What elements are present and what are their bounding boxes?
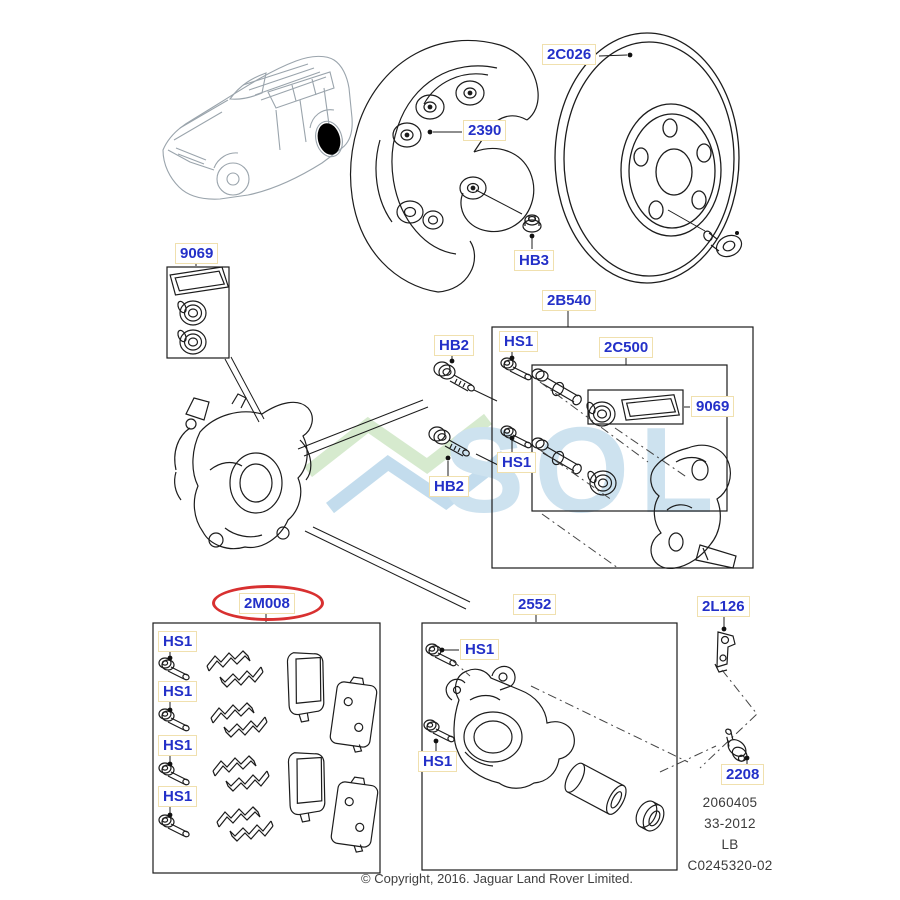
part-label-9069-top[interactable]: 9069 [175, 243, 219, 264]
part-label-2l126[interactable]: 2L126 [697, 596, 750, 617]
hose-bracket-art [714, 631, 736, 673]
part-label-2m008[interactable]: 2M008 [239, 593, 295, 614]
part-label-hb3[interactable]: HB3 [514, 250, 555, 271]
copyright-line: © Copyright, 2016. Jaguar Land Rover Lim… [361, 871, 633, 886]
carrier-kit-box-art [491, 326, 754, 570]
leader-dots [167, 52, 750, 818]
part-label-2c026[interactable]: 2C026 [542, 44, 597, 65]
wheel-location-highlight [317, 123, 341, 155]
part-label-hs1-pad3[interactable]: HS1 [158, 735, 198, 756]
drawing-section: 33-2012 [704, 816, 756, 831]
part-label-9069-mid[interactable]: 9069 [691, 396, 735, 417]
part-label-2390[interactable]: 2390 [463, 120, 507, 141]
part-label-hs1-kit1[interactable]: HS1 [499, 331, 539, 352]
pad-kit-box-art [152, 622, 381, 874]
label-leaders [169, 54, 748, 813]
drawing-fig-number: 2060405 [702, 795, 758, 810]
caliper-art [174, 393, 313, 550]
drawing-info-block: 2060405 33-2012 LB C0245320-02 [658, 792, 802, 876]
drawing-code: LB [721, 837, 739, 852]
watermark-logo: SOL [303, 402, 724, 538]
splash-shield-art [350, 40, 539, 293]
part-label-hb2-lower[interactable]: HB2 [429, 476, 470, 497]
vehicle-illustration [162, 55, 353, 200]
boot-kit-box-art [166, 266, 230, 359]
part-label-2208[interactable]: 2208 [721, 764, 765, 785]
part-label-2552[interactable]: 2552 [513, 594, 557, 615]
caliper-box-art [421, 622, 689, 871]
bracket-axis-line [659, 669, 758, 773]
brake-disc-art [554, 32, 740, 284]
part-label-hs1-pad2[interactable]: HS1 [158, 681, 198, 702]
part-label-2c500[interactable]: 2C500 [599, 337, 654, 358]
part-label-hs1-cal2[interactable]: HS1 [418, 751, 458, 772]
part-label-hs1-kit2[interactable]: HS1 [497, 452, 537, 473]
disc-screw-art [703, 230, 743, 258]
part-label-2b540[interactable]: 2B540 [542, 290, 597, 311]
hub-nut-art [522, 214, 542, 233]
part-label-hs1-pad1[interactable]: HS1 [158, 631, 198, 652]
part-label-hb2-upper[interactable]: HB2 [434, 335, 475, 356]
drawing-number: C0245320-02 [687, 858, 773, 873]
watermark-text: SOL [443, 402, 724, 538]
part-label-hs1-cal1[interactable]: HS1 [460, 639, 500, 660]
part-label-hs1-pad4[interactable]: HS1 [158, 786, 198, 807]
leader-lines [224, 189, 706, 610]
